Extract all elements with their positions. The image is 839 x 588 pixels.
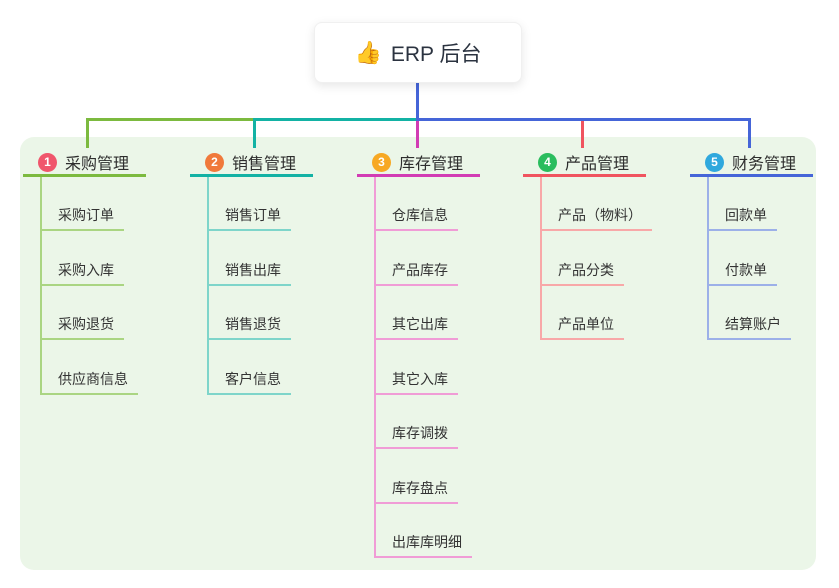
child-node[interactable]: 采购入库 [40,262,124,286]
thumbs-up-icon: 👍 [354,39,382,65]
branch-badge-1: 1 [38,152,57,172]
child-node-label: 产品分类 [558,262,614,278]
branch-label: 采购管理 [65,156,130,173]
child-node-label: 其它出库 [392,316,448,332]
branch-header-5[interactable]: 5 财务管理 [705,151,796,173]
child-node-label: 采购订单 [58,207,114,223]
root-node-label: ERP 后台 [390,42,482,66]
child-spine-4 [540,177,542,338]
child-node-label: 产品（物料） [558,207,642,223]
child-node[interactable]: 销售订单 [207,207,291,231]
child-node[interactable]: 回款单 [707,207,777,231]
child-node-label: 产品库存 [392,262,448,278]
branch-badge-4: 4 [538,152,557,172]
child-node-label: 客户信息 [225,371,281,387]
mindmap-panel [20,137,816,570]
child-node[interactable]: 客户信息 [207,371,291,395]
child-node-label: 供应商信息 [58,371,128,387]
child-node-label: 销售订单 [225,207,281,223]
child-node[interactable]: 产品分类 [540,262,624,286]
branch-drop-1 [86,118,89,148]
child-node-label: 销售出库 [225,262,281,278]
child-node[interactable]: 出库库明细 [374,534,472,558]
child-node[interactable]: 销售退货 [207,316,291,340]
branch-underline-4 [523,174,646,177]
main-line-teal [253,118,419,121]
branch-label: 销售管理 [232,156,297,173]
main-line-blue [416,118,751,121]
child-node[interactable]: 库存盘点 [374,480,458,504]
child-node[interactable]: 仓库信息 [374,207,458,231]
child-node-label: 结算账户 [725,316,781,332]
branch-label: 财务管理 [732,156,797,173]
child-node[interactable]: 供应商信息 [40,371,138,395]
child-node[interactable]: 其它入库 [374,371,458,395]
branch-underline-5 [690,174,813,177]
child-node[interactable]: 产品库存 [374,262,458,286]
child-node[interactable]: 结算账户 [707,316,791,340]
child-node-label: 库存调拨 [392,425,448,441]
child-node[interactable]: 产品（物料） [540,207,652,231]
branch-label: 库存管理 [399,156,464,173]
branch-underline-2 [190,174,313,177]
child-node-label: 销售退货 [225,316,281,332]
child-node-label: 回款单 [725,207,767,223]
root-stem-line [416,81,419,118]
branch-drop-2 [253,118,256,148]
child-node-label: 付款单 [725,262,767,278]
branch-badge-5: 5 [705,152,724,172]
branch-underline-3 [357,174,480,177]
child-spine-3 [374,177,376,556]
branch-header-3[interactable]: 3 库存管理 [372,151,463,173]
child-node-label: 出库库明细 [392,534,462,550]
child-node-label: 产品单位 [558,316,614,332]
child-node-label: 仓库信息 [392,207,448,223]
child-node[interactable]: 库存调拨 [374,425,458,449]
child-node[interactable]: 其它出库 [374,316,458,340]
child-node[interactable]: 采购退货 [40,316,124,340]
child-node-label: 采购入库 [58,262,114,278]
branch-underline-1 [23,174,146,177]
branch-drop-4 [581,121,584,148]
main-line-green [86,118,256,121]
child-node[interactable]: 产品单位 [540,316,624,340]
child-spine-5 [707,177,709,338]
branch-badge-3: 3 [372,152,391,172]
child-node[interactable]: 付款单 [707,262,777,286]
branch-header-1[interactable]: 1 采购管理 [38,151,129,173]
branch-header-4[interactable]: 4 产品管理 [538,151,629,173]
branch-header-2[interactable]: 2 销售管理 [205,151,296,173]
branch-badge-2: 2 [205,152,224,172]
branch-label: 产品管理 [565,156,630,173]
child-node[interactable]: 采购订单 [40,207,124,231]
child-node-label: 其它入库 [392,371,448,387]
child-node-label: 库存盘点 [392,480,448,496]
branch-drop-3 [416,121,419,148]
root-node-erp[interactable]: 👍 ERP 后台 [314,22,522,83]
branch-drop-5 [748,118,751,148]
child-node[interactable]: 销售出库 [207,262,291,286]
child-node-label: 采购退货 [58,316,114,332]
